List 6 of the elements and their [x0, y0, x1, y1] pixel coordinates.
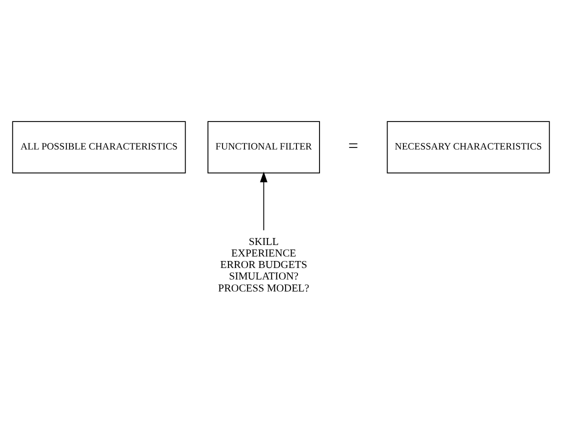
- node-box: FUNCTIONAL FILTER: [207, 121, 320, 174]
- label: =: [348, 136, 358, 156]
- node-text: SKILL EXPERIENCE ERROR BUDGETS SIMULATION? PROCESS MODEL?: [218, 237, 310, 294]
- node-box: ALL POSSIBLE CHARACTERISTICS: [12, 121, 186, 174]
- arrow: [260, 172, 268, 231]
- node-box: NECESSARY CHARACTERISTICS: [386, 121, 550, 174]
